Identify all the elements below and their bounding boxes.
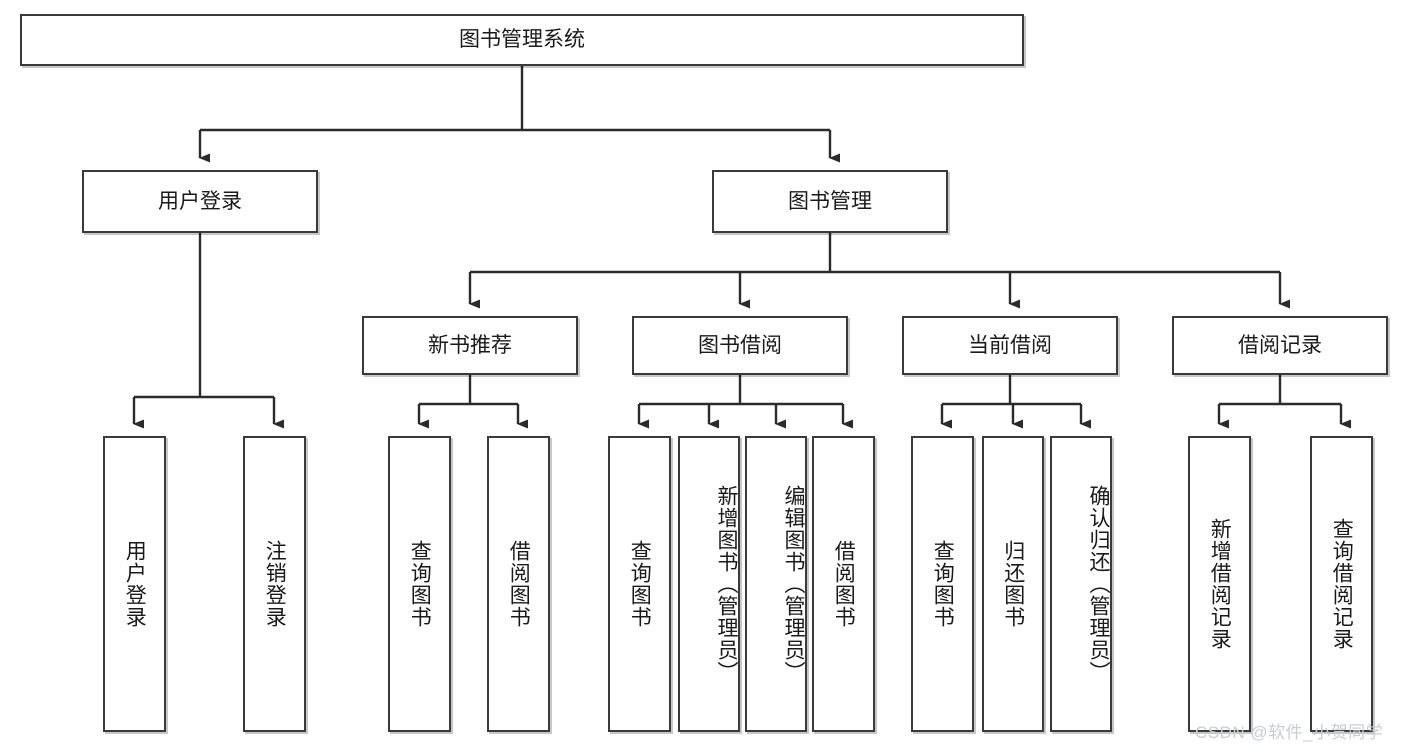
node-current-borrow-label: 当前借阅 [968,333,1052,357]
node-new-book-recommend[interactable]: 新书推荐 [362,316,578,375]
leaf-query-book-recommend-label: 查询图书 [408,540,432,628]
leaf-borrow-book-recommend[interactable]: 借阅图书 [487,436,550,732]
leaf-query-book-current-label: 查询图书 [931,540,955,628]
leaf-logout-label: 注销登录 [263,540,287,628]
node-book-management[interactable]: 图书管理 [712,170,948,233]
node-book-management-label: 图书管理 [788,189,872,213]
leaf-borrow-book[interactable]: 借阅图书 [812,436,875,732]
leaf-user-login-label: 用户登录 [123,540,147,628]
leaf-add-book-admin[interactable]: 新增图书（管理员） [678,436,740,732]
leaf-borrow-book-label: 借阅图书 [832,540,856,628]
leaf-confirm-return-admin-label: 确认归还（管理员） [1087,485,1110,683]
leaf-query-book-recommend[interactable]: 查询图书 [388,436,451,732]
node-borrow-record[interactable]: 借阅记录 [1172,316,1388,375]
leaf-query-book-current[interactable]: 查询图书 [911,436,974,732]
leaf-return-book[interactable]: 归还图书 [982,436,1044,732]
leaf-user-login[interactable]: 用户登录 [103,436,166,732]
node-current-borrow[interactable]: 当前借阅 [902,316,1118,375]
leaf-edit-book-admin-label: 编辑图书（管理员） [782,485,805,683]
leaf-return-book-label: 归还图书 [1001,540,1025,628]
node-book-borrow-label: 图书借阅 [698,333,782,357]
node-root-label: 图书管理系统 [459,28,585,52]
node-user-login-label: 用户登录 [158,189,242,213]
leaf-add-book-admin-label: 新增图书（管理员） [715,485,738,683]
leaf-query-borrow-record-label: 查询借阅记录 [1330,518,1354,650]
leaf-add-borrow-record[interactable]: 新增借阅记录 [1188,436,1251,732]
node-borrow-record-label: 借阅记录 [1238,333,1322,357]
leaf-confirm-return-admin[interactable]: 确认归还（管理员） [1050,436,1112,732]
leaf-query-book-borrow-label: 查询图书 [628,540,652,628]
node-user-login[interactable]: 用户登录 [82,170,318,233]
node-book-borrow[interactable]: 图书借阅 [632,316,848,375]
node-new-book-recommend-label: 新书推荐 [428,333,512,357]
csdn-watermark: CSDN @软件_小贺同学 [1195,723,1384,742]
node-root[interactable]: 图书管理系统 [20,14,1024,66]
leaf-edit-book-admin[interactable]: 编辑图书（管理员） [745,436,807,732]
leaf-borrow-book-recommend-label: 借阅图书 [507,540,531,628]
leaf-query-borrow-record[interactable]: 查询借阅记录 [1310,436,1373,732]
leaf-add-borrow-record-label: 新增借阅记录 [1208,518,1232,650]
leaf-query-book-borrow[interactable]: 查询图书 [608,436,671,732]
leaf-logout[interactable]: 注销登录 [243,436,306,732]
